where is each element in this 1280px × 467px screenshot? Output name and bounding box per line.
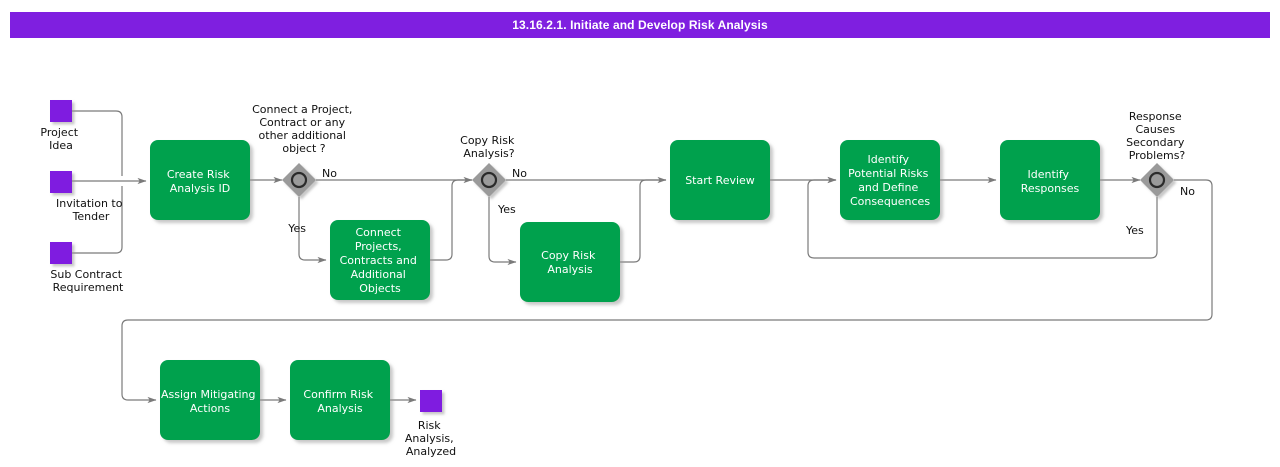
- connector-project-idea-to-trunk: [72, 110, 123, 176]
- page-title: 13.16.2.1. Initiate and Develop Risk Ana…: [512, 18, 768, 32]
- connector-connect-to-gateway2: [430, 179, 472, 261]
- gateway-secondary-problems-branch-no: No: [1180, 185, 1195, 198]
- start-event-project-idea[interactable]: Project Idea: [40, 100, 81, 152]
- task-assign-mitigating-actions[interactable]: Assign Mitigating Actions: [160, 360, 260, 440]
- task-connect-projects[interactable]: Connect Projects, Contracts and Addition…: [330, 220, 430, 300]
- gateway-secondary-problems[interactable]: Response Causes Secondary Problems? No Y…: [1125, 110, 1195, 237]
- end-event-risk-analysis-analyzed-label: Risk Analysis, Analyzed: [405, 419, 457, 458]
- task-copy-risk-analysis-label: Copy Risk Analysis: [541, 249, 599, 276]
- gateway-secondary-problems-question: Response Causes Secondary Problems?: [1126, 110, 1188, 162]
- task-connect-projects-label: Connect Projects, Contracts and Addition…: [340, 226, 421, 295]
- start-event-sub-contract-requirement[interactable]: Sub Contract Requirement: [50, 242, 126, 294]
- gateway-secondary-problems-branch-yes: Yes: [1125, 224, 1144, 237]
- start-event-project-idea-label: Project Idea: [40, 126, 81, 152]
- gateway-copy-risk-analysis-branch-yes: Yes: [497, 203, 516, 216]
- connector-gateway2-yes-to-copy: [488, 197, 517, 266]
- gateway-connect-object[interactable]: Connect a Project, Contract or any other…: [252, 103, 356, 235]
- connector-sub-contract-to-trunk: [72, 186, 123, 254]
- connector-copy-to-start-review: [620, 179, 666, 263]
- gateway-copy-risk-analysis-question: Copy Risk Analysis?: [460, 134, 518, 160]
- start-events-layer: Project Idea Invitation to Tender Sub Co…: [40, 100, 126, 294]
- gateway-connect-object-branch-no: No: [322, 167, 337, 180]
- task-confirm-risk-analysis[interactable]: Confirm Risk Analysis: [290, 360, 390, 440]
- task-start-review[interactable]: Start Review: [670, 140, 770, 220]
- gateway-connect-object-question: Connect a Project, Contract or any other…: [252, 103, 356, 155]
- start-event-invitation-to-tender[interactable]: Invitation to Tender: [50, 171, 126, 223]
- task-create-risk-analysis-id[interactable]: Create Risk Analysis ID: [150, 140, 250, 220]
- task-identify-potential-risks-label: Identify Potential Risks and Define Cons…: [848, 153, 932, 208]
- gateways-layer: Connect a Project, Contract or any other…: [252, 103, 1195, 237]
- start-event-sub-contract-requirement-label: Sub Contract Requirement: [50, 268, 125, 294]
- gateway-connect-object-branch-yes: Yes: [287, 222, 306, 235]
- task-copy-risk-analysis[interactable]: Copy Risk Analysis: [520, 222, 620, 302]
- gateway-copy-risk-analysis-branch-no: No: [512, 167, 527, 180]
- tasks-layer: Create Risk Analysis ID Connect Projects…: [150, 140, 1100, 440]
- page-title-bar: 13.16.2.1. Initiate and Develop Risk Ana…: [10, 12, 1270, 38]
- task-create-risk-analysis-id-label: Create Risk Analysis ID: [167, 168, 233, 195]
- start-event-invitation-to-tender-label: Invitation to Tender: [56, 197, 126, 223]
- connector-gateway3-no-to-assign-mitigating: [121, 179, 1213, 404]
- task-assign-mitigating-actions-label: Assign Mitigating Actions: [161, 388, 259, 415]
- connector-gateway1-yes-to-connect: [298, 197, 327, 264]
- gateway-copy-risk-analysis[interactable]: Copy Risk Analysis? No Yes: [460, 134, 527, 216]
- task-identify-responses[interactable]: Identify Responses: [1000, 140, 1100, 220]
- connector-layer: [72, 110, 1213, 404]
- end-event-risk-analysis-analyzed[interactable]: Risk Analysis, Analyzed: [405, 390, 457, 458]
- task-identify-responses-label: Identify Responses: [1021, 168, 1080, 195]
- task-identify-potential-risks[interactable]: Identify Potential Risks and Define Cons…: [840, 140, 940, 220]
- connector-gateway3-yes-loop-to-identify-risks: [807, 176, 1158, 259]
- task-start-review-label: Start Review: [685, 174, 755, 187]
- task-confirm-risk-analysis-label: Confirm Risk Analysis: [303, 388, 376, 415]
